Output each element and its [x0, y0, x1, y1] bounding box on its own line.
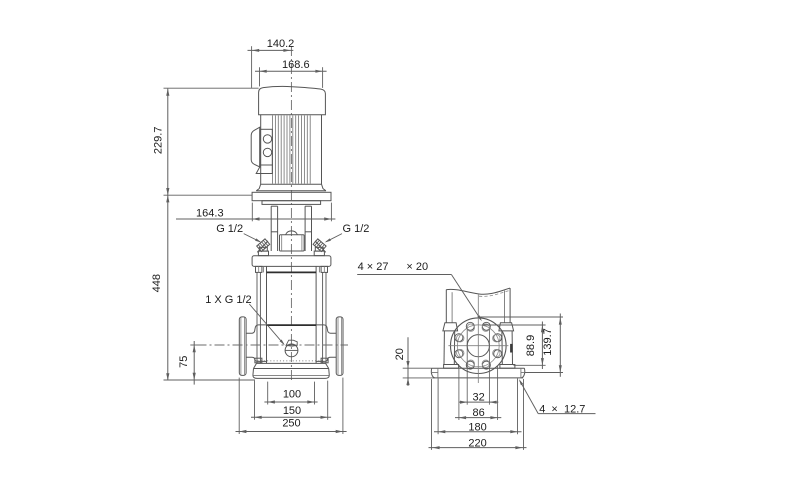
svg-text:86: 86 — [472, 407, 484, 419]
svg-text:164.3: 164.3 — [196, 207, 224, 219]
svg-text:100: 100 — [283, 389, 301, 401]
svg-text:150: 150 — [283, 405, 301, 417]
svg-text:4 × 12.7: 4 × 12.7 — [539, 403, 585, 415]
svg-text:32: 32 — [472, 392, 484, 404]
svg-text:G 1/2: G 1/2 — [216, 223, 243, 235]
svg-text:4 × 27: 4 × 27 — [358, 261, 389, 273]
svg-text:139.7: 139.7 — [542, 328, 554, 356]
svg-text:140.2: 140.2 — [267, 38, 295, 50]
svg-text:180: 180 — [468, 421, 486, 433]
svg-text:250: 250 — [282, 417, 300, 429]
svg-text:× 20: × 20 — [406, 261, 428, 273]
svg-text:448: 448 — [151, 274, 163, 292]
svg-text:75: 75 — [178, 356, 190, 368]
svg-text:229.7: 229.7 — [153, 127, 165, 155]
svg-text:88.9: 88.9 — [525, 335, 537, 356]
svg-text:168.6: 168.6 — [282, 59, 310, 71]
svg-text:G 1/2: G 1/2 — [343, 223, 370, 235]
svg-text:20: 20 — [394, 348, 406, 360]
svg-text:1 X G 1/2: 1 X G 1/2 — [205, 294, 251, 306]
svg-text:220: 220 — [468, 437, 486, 449]
